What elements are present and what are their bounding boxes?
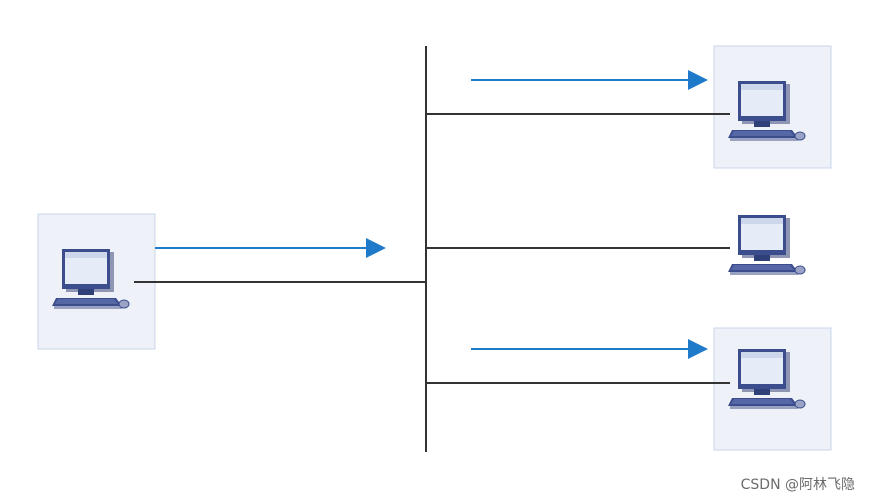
watermark: CSDN @阿林飞隐	[740, 477, 855, 493]
receiver-middle-computer-icon	[728, 214, 806, 276]
